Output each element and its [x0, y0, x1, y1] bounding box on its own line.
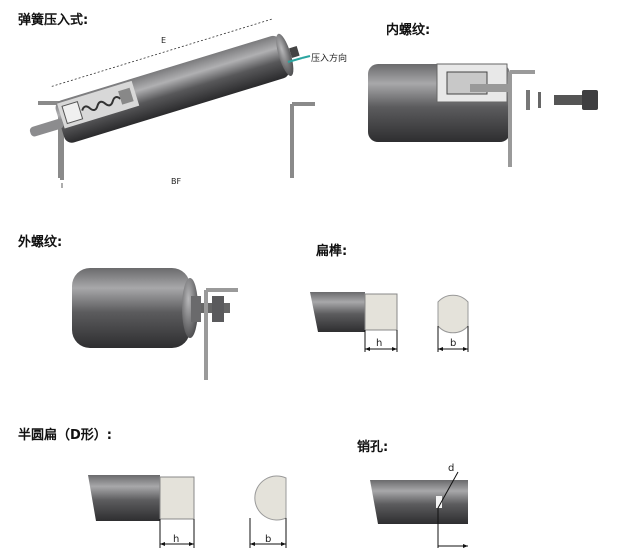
d-h-label: h — [173, 534, 180, 545]
inner-thread-title: 内螺纹: — [386, 23, 431, 38]
flat-tenon-diagram — [310, 292, 469, 352]
flat-tenon-title: 扁榫: — [316, 244, 348, 259]
pin-hole-title: 销孔: — [357, 440, 389, 455]
dim-bf-label: BF — [171, 177, 182, 186]
outer-thread-diagram — [72, 268, 238, 380]
spring-roller-diagram — [29, 18, 315, 188]
d-shape-title: 半圆扁（D形）: — [18, 428, 112, 443]
pin-d-label: d — [448, 463, 455, 474]
inner-thread-diagram — [368, 63, 598, 167]
flat-h-label: h — [376, 338, 383, 349]
press-direction-label: 压入方向 — [311, 54, 348, 64]
dim-e-label: E — [161, 36, 167, 45]
outer-thread-title: 外螺纹: — [18, 235, 63, 250]
spring-title: 弹簧压入式: — [18, 13, 89, 28]
d-shape-diagram — [88, 475, 287, 548]
pin-hole-diagram — [370, 471, 468, 548]
flat-b-label: b — [450, 338, 457, 349]
d-b-label: b — [265, 534, 272, 545]
